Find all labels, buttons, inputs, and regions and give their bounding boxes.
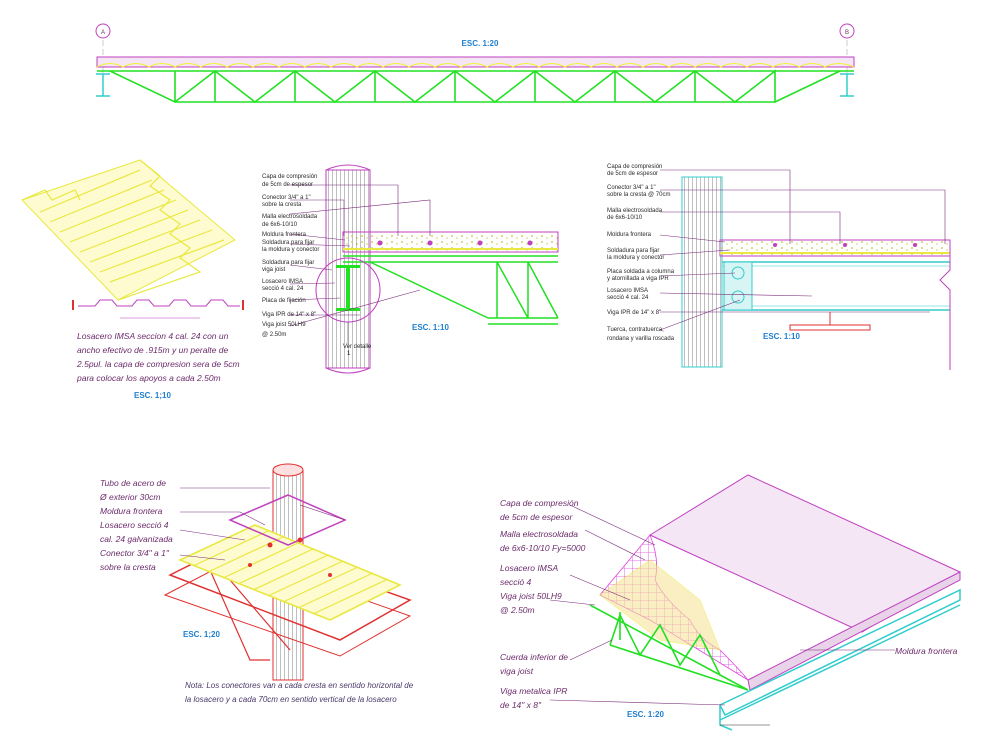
iso-label-tubo-2: Ø exterior 30cm [99, 492, 160, 502]
detail-label: Ver detalle [343, 344, 372, 350]
label-viga-joist: viga joist [262, 267, 286, 273]
right-support [840, 73, 854, 97]
slab-strip [96, 56, 855, 68]
label-soldadura: Soldadura para fijar [262, 240, 314, 246]
deck-scale-label: ESC. 1;10 [134, 391, 171, 400]
beam-label-soldadura: Soldadura para fijar [607, 248, 659, 254]
top-truss [97, 69, 854, 104]
slab-label-capa: Capa de compresión [500, 498, 579, 508]
slab-label-malla: Malla electrosoldada [500, 529, 578, 539]
label-soldadura-2: la moldura y conector [262, 247, 319, 253]
label-moldura: Moldura frontera [262, 232, 307, 238]
beam-label-capa: Capa de compresión [607, 164, 662, 170]
label-joist-2: @ 2.50m [262, 332, 286, 338]
beam-label-placa: Placa soldada a columna [607, 269, 675, 275]
deck-note-line: 2.5pul. la capa de compresion sera de 5c… [76, 359, 240, 369]
slab-label-losacero: Losacero IMSA [500, 563, 558, 573]
section-joist [343, 255, 559, 325]
label-losacero: Losacero IMSA [262, 279, 303, 285]
beam-label-tuerca-2: rondana y varilla roscada [607, 336, 675, 342]
iso-slab-scale: ESC. 1:20 [627, 710, 664, 719]
label-placa: Placa de fijación [262, 298, 306, 304]
beam-label-moldura: Moldura frontera [607, 232, 652, 238]
slab-label-losacero-2: secció 4 [500, 577, 531, 587]
steel-tube-right [681, 176, 723, 368]
label-conector-2: sobre la cresta [262, 202, 302, 208]
iso-label-conector: Conector 3/4" a 1" [100, 548, 170, 558]
iso-note-line: la losacero y a cada 70cm en sentido ver… [185, 695, 397, 704]
beam-label-ipr: Viga IPR de 14" x 8" [607, 310, 661, 316]
section-beam-scale: ESC. 1:10 [763, 332, 800, 341]
left-support [96, 73, 110, 97]
ipr-beam-elevation [722, 261, 950, 311]
beam-label-capa-2: de 5cm de espesor [607, 171, 658, 177]
slab-label-joist: Viga joist 50LH9 [500, 591, 562, 601]
beam-label-placa-2: y atornillada a viga IPR [607, 276, 669, 282]
slab-label-cuerda-2: viga joist [500, 666, 534, 676]
iso-column: Tubo de acero de Ø exterior 30cm Moldura… [99, 463, 414, 704]
connection-plate [723, 261, 753, 311]
iso-label-moldura: Moldura frontera [100, 506, 163, 516]
slab-label-ipr: Viga metalica IPR [500, 686, 567, 696]
label-capa: Capa de compresión [262, 174, 317, 180]
section-column: Ver detalle 1 Capa de compresión de 5cm … [262, 164, 559, 374]
beam-label-losacero: Losacero IMSA [607, 288, 648, 294]
beam-label-losacero-2: secció 4 cal. 24 [607, 295, 649, 301]
axis-label-a: A [101, 30, 105, 36]
iso-label-tubo: Tubo de acero de [100, 478, 166, 488]
label-losacero-2: secció 4 cal. 24 [262, 286, 304, 292]
iso-column-scale: ESC. 1;20 [183, 630, 220, 639]
section-beam: Capa de compresión de 5cm de espesor Con… [607, 164, 951, 370]
beam-label-malla: Malla electrosoldada [607, 208, 663, 214]
detail-ref: 1 [347, 351, 351, 357]
slab-label-capa-2: de 5cm de espesor [500, 512, 573, 522]
beam-label-malla-2: de 6x6-10/10 [607, 215, 643, 221]
iso-label-conector-2: sobre la cresta [100, 562, 156, 572]
iso-note-line: Nota: Los conectores van a cada cresta e… [185, 681, 414, 690]
deck-section-profile [78, 299, 240, 319]
iso-slab-edge [747, 571, 961, 691]
deck-note-line: Losacero IMSA seccion 4 cal. 24 con un [77, 331, 229, 341]
deck-profile-iso [21, 159, 244, 319]
iso-label-losacero-2: cal. 24 galvanizada [100, 534, 173, 544]
ipr-beam-section [336, 265, 360, 311]
label-capa-2: de 5cm de espesor [262, 182, 313, 188]
beam-label-conector-2: sobre la cresta @ 70cm [607, 192, 670, 198]
slab-label-joist-2: @ 2.50m [500, 605, 535, 615]
deck-note-line: ancho efectivo de .915m y un peralte de [77, 345, 228, 355]
label-malla-2: de 6x6-10/10 [262, 222, 298, 228]
topping-slab [342, 231, 559, 253]
label-malla: Malla electrosoldada [262, 214, 318, 220]
iso-label-losacero: Losacero secció 4 [100, 520, 169, 530]
iso-slab: Capa de compresión de 5cm de espesor Mal… [500, 474, 962, 731]
deck-note-line: para colocar los apoyos a cada 2.50m [76, 373, 221, 383]
label-joist: Viga joist 50LH9 [262, 322, 306, 328]
label-soldadura-joist: Soldadura para fijar [262, 260, 314, 266]
beam-label-conector: Conector 3/4" a 1" [607, 185, 656, 191]
slab-label-cuerda: Cuerda inferior de [500, 652, 568, 662]
label-ipr: Viga IPR de 14" x 8" [262, 312, 316, 318]
top-scale-label: ESC. 1:20 [462, 39, 499, 48]
top-elevation: A B ESC. 1:20 [95, 23, 855, 104]
axis-marker-b [839, 23, 855, 39]
iso-joist [589, 604, 749, 691]
beam-label-soldadura-2: la moldura y conector [607, 255, 664, 261]
slab-label-malla-2: de 6x6-10/10 Fy=5000 [500, 543, 586, 553]
axis-label-b: B [845, 30, 849, 36]
axis-marker-a [95, 23, 111, 39]
deck-note: Losacero IMSA seccion 4 cal. 24 con un a… [76, 331, 240, 400]
section-column-scale: ESC. 1:10 [412, 323, 449, 332]
slab-label-moldura: Moldura frontera [895, 646, 958, 656]
slab-label-ipr-2: de 14" x 8" [500, 700, 542, 710]
beam-label-tuerca: Tuerca, contratuerca, [607, 327, 664, 333]
label-conector: Conector 3/4" a 1" [262, 195, 311, 201]
